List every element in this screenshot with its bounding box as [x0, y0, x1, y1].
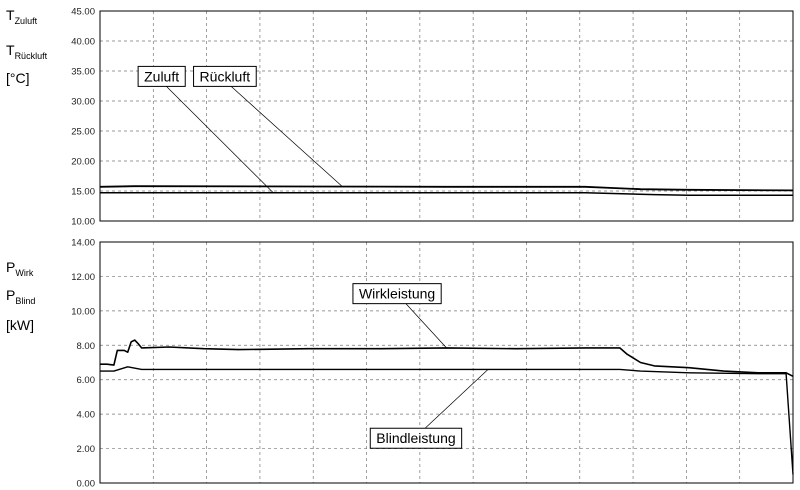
panel-2-ylabel-line: PBlind: [6, 287, 35, 306]
panel-1-annotation-rueckluft-label: Rückluft: [200, 68, 251, 84]
panel-1-ytick-label: 15.00: [71, 187, 95, 198]
panel-2-ylabel-line: [kW]: [6, 317, 34, 333]
panel-2-ytick-label: 12.00: [71, 272, 95, 283]
panel-1-ylabel-line: TRückluft: [6, 42, 48, 61]
panel-2-annotation-wirkleistung-leader: [405, 303, 447, 349]
panel-1-annotation-rueckluft-box: [193, 65, 257, 87]
panel-1-ytick-label: 35.00: [71, 67, 95, 78]
panel-1-ylabel-line: TZuluft: [6, 7, 38, 26]
panel-1-annotation-rueckluft-leader: [230, 86, 343, 188]
panel-1-ytick-label: 45.00: [71, 7, 95, 18]
panel-2-annotation-wirkleistung-box: [352, 283, 442, 305]
panel-1-ytick-label: 20.00: [71, 157, 95, 168]
panel-1-annotation-zuluft-label: Zuluft: [144, 68, 179, 84]
panel-2-frame: [99, 241, 794, 484]
panel-1-series-rueckluft: [99, 185, 794, 192]
panel-2-ylabel-line: PWirk: [6, 259, 34, 278]
panel-2-annotation-wirkleistung-label: Wirkleistung: [359, 286, 435, 302]
panel-2-annotation-blindleistung-leader: [424, 369, 489, 429]
panel-1-series-zuluft: [100, 192, 793, 196]
panel-2-series-wirkleistung: [100, 339, 794, 378]
panel-2-ytick-label: 8.00: [77, 341, 96, 352]
panel-1-ytick-label: 10.00: [71, 217, 95, 228]
panel-1-ytick-label: 30.00: [71, 97, 95, 108]
panel-2-ytick-label: 4.00: [77, 410, 96, 421]
panel-2-ytick-label: 10.00: [71, 306, 95, 317]
panel-1-ylabel-line: [°C]: [6, 70, 30, 86]
panel-2-ytick-label: 0.00: [77, 479, 96, 490]
panel-1-annotation-zuluft-box: [137, 65, 186, 87]
panel-1-frame: [99, 10, 794, 222]
panel-2-ytick-label: 6.00: [77, 375, 96, 386]
panel-2-annotation-blindleistung-label: Blindleistung: [376, 430, 455, 446]
panel-2-ytick-label: 2.00: [77, 444, 96, 455]
panel-1-ytick-label: 25.00: [71, 127, 95, 138]
panel-2-series-blindleistung: [100, 366, 794, 475]
panel-1-annotation-zuluft-leader: [166, 86, 274, 194]
panel-1-ytick-label: 40.00: [71, 37, 95, 48]
panel-2-annotation-blindleistung-box: [369, 427, 463, 449]
panel-2-ytick-label: 14.00: [71, 238, 95, 249]
